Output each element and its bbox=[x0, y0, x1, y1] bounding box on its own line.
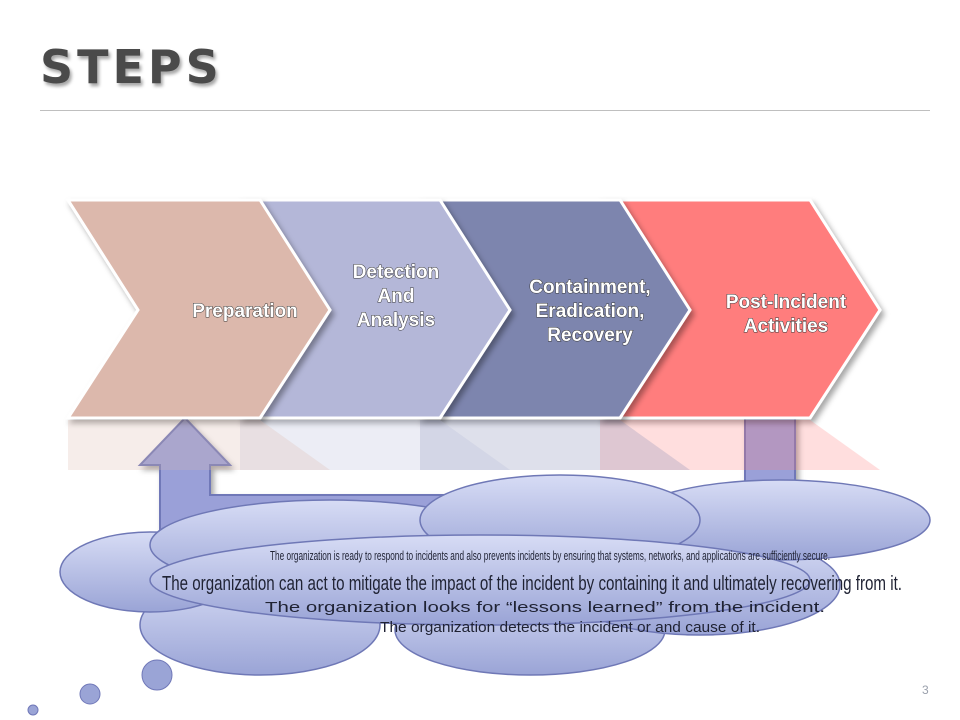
callout-detection: The organization detects the incident or… bbox=[380, 619, 760, 636]
page-title: STEPS bbox=[40, 40, 223, 94]
step-label-0-0: Preparation bbox=[192, 301, 298, 322]
callout-postincident: The organization looks for “lessons lear… bbox=[265, 599, 825, 616]
step-label-1-1: And bbox=[378, 286, 415, 307]
step-label-3-1: Activities bbox=[744, 316, 828, 337]
step-label-2-2: Recovery bbox=[547, 325, 633, 346]
thought-bubble-large bbox=[141, 659, 173, 691]
step-label-1-2: Analysis bbox=[357, 310, 435, 331]
step-postincident bbox=[597, 198, 882, 470]
thought-bubble-medium bbox=[79, 683, 101, 705]
step-containment bbox=[417, 198, 692, 470]
step-label-1-0: Detection bbox=[353, 262, 440, 283]
step-label-2-1: Eradication, bbox=[536, 301, 645, 322]
page-number: 3 bbox=[922, 683, 929, 697]
chevron-steps bbox=[65, 198, 882, 470]
step-detection bbox=[237, 198, 512, 470]
callout-clouds bbox=[27, 474, 931, 716]
title-divider bbox=[40, 110, 930, 111]
step-preparation bbox=[65, 198, 332, 470]
callout-containment: The organization can act to mitigate the… bbox=[162, 573, 902, 595]
step-label-2-0: Containment, bbox=[529, 277, 650, 298]
step-label-3-0: Post-Incident bbox=[726, 292, 847, 313]
thought-bubble-small bbox=[27, 704, 39, 716]
callout-preparation: The organization is ready to respond to … bbox=[270, 548, 830, 563]
